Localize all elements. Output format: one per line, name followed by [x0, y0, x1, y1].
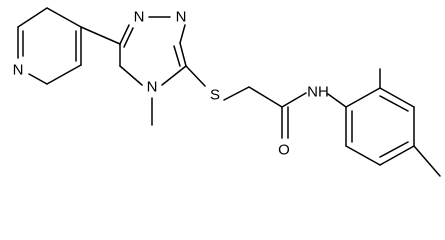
atom-s-thioether: S: [210, 87, 220, 104]
atom-nh-amide: NH: [307, 84, 329, 101]
atom-n-pyridine: N: [13, 62, 24, 79]
atom-n-triazole-2: N: [176, 9, 187, 26]
atom-labels: N N N N S O NH: [13, 9, 329, 159]
atom-n-triazole-4: N: [147, 79, 158, 96]
chemical-structure: N N N N S O NH: [13, 7, 441, 177]
atom-o-carbonyl: O: [278, 142, 290, 159]
atom-n-triazole-1: N: [134, 9, 145, 26]
bonds: [17, 7, 441, 177]
